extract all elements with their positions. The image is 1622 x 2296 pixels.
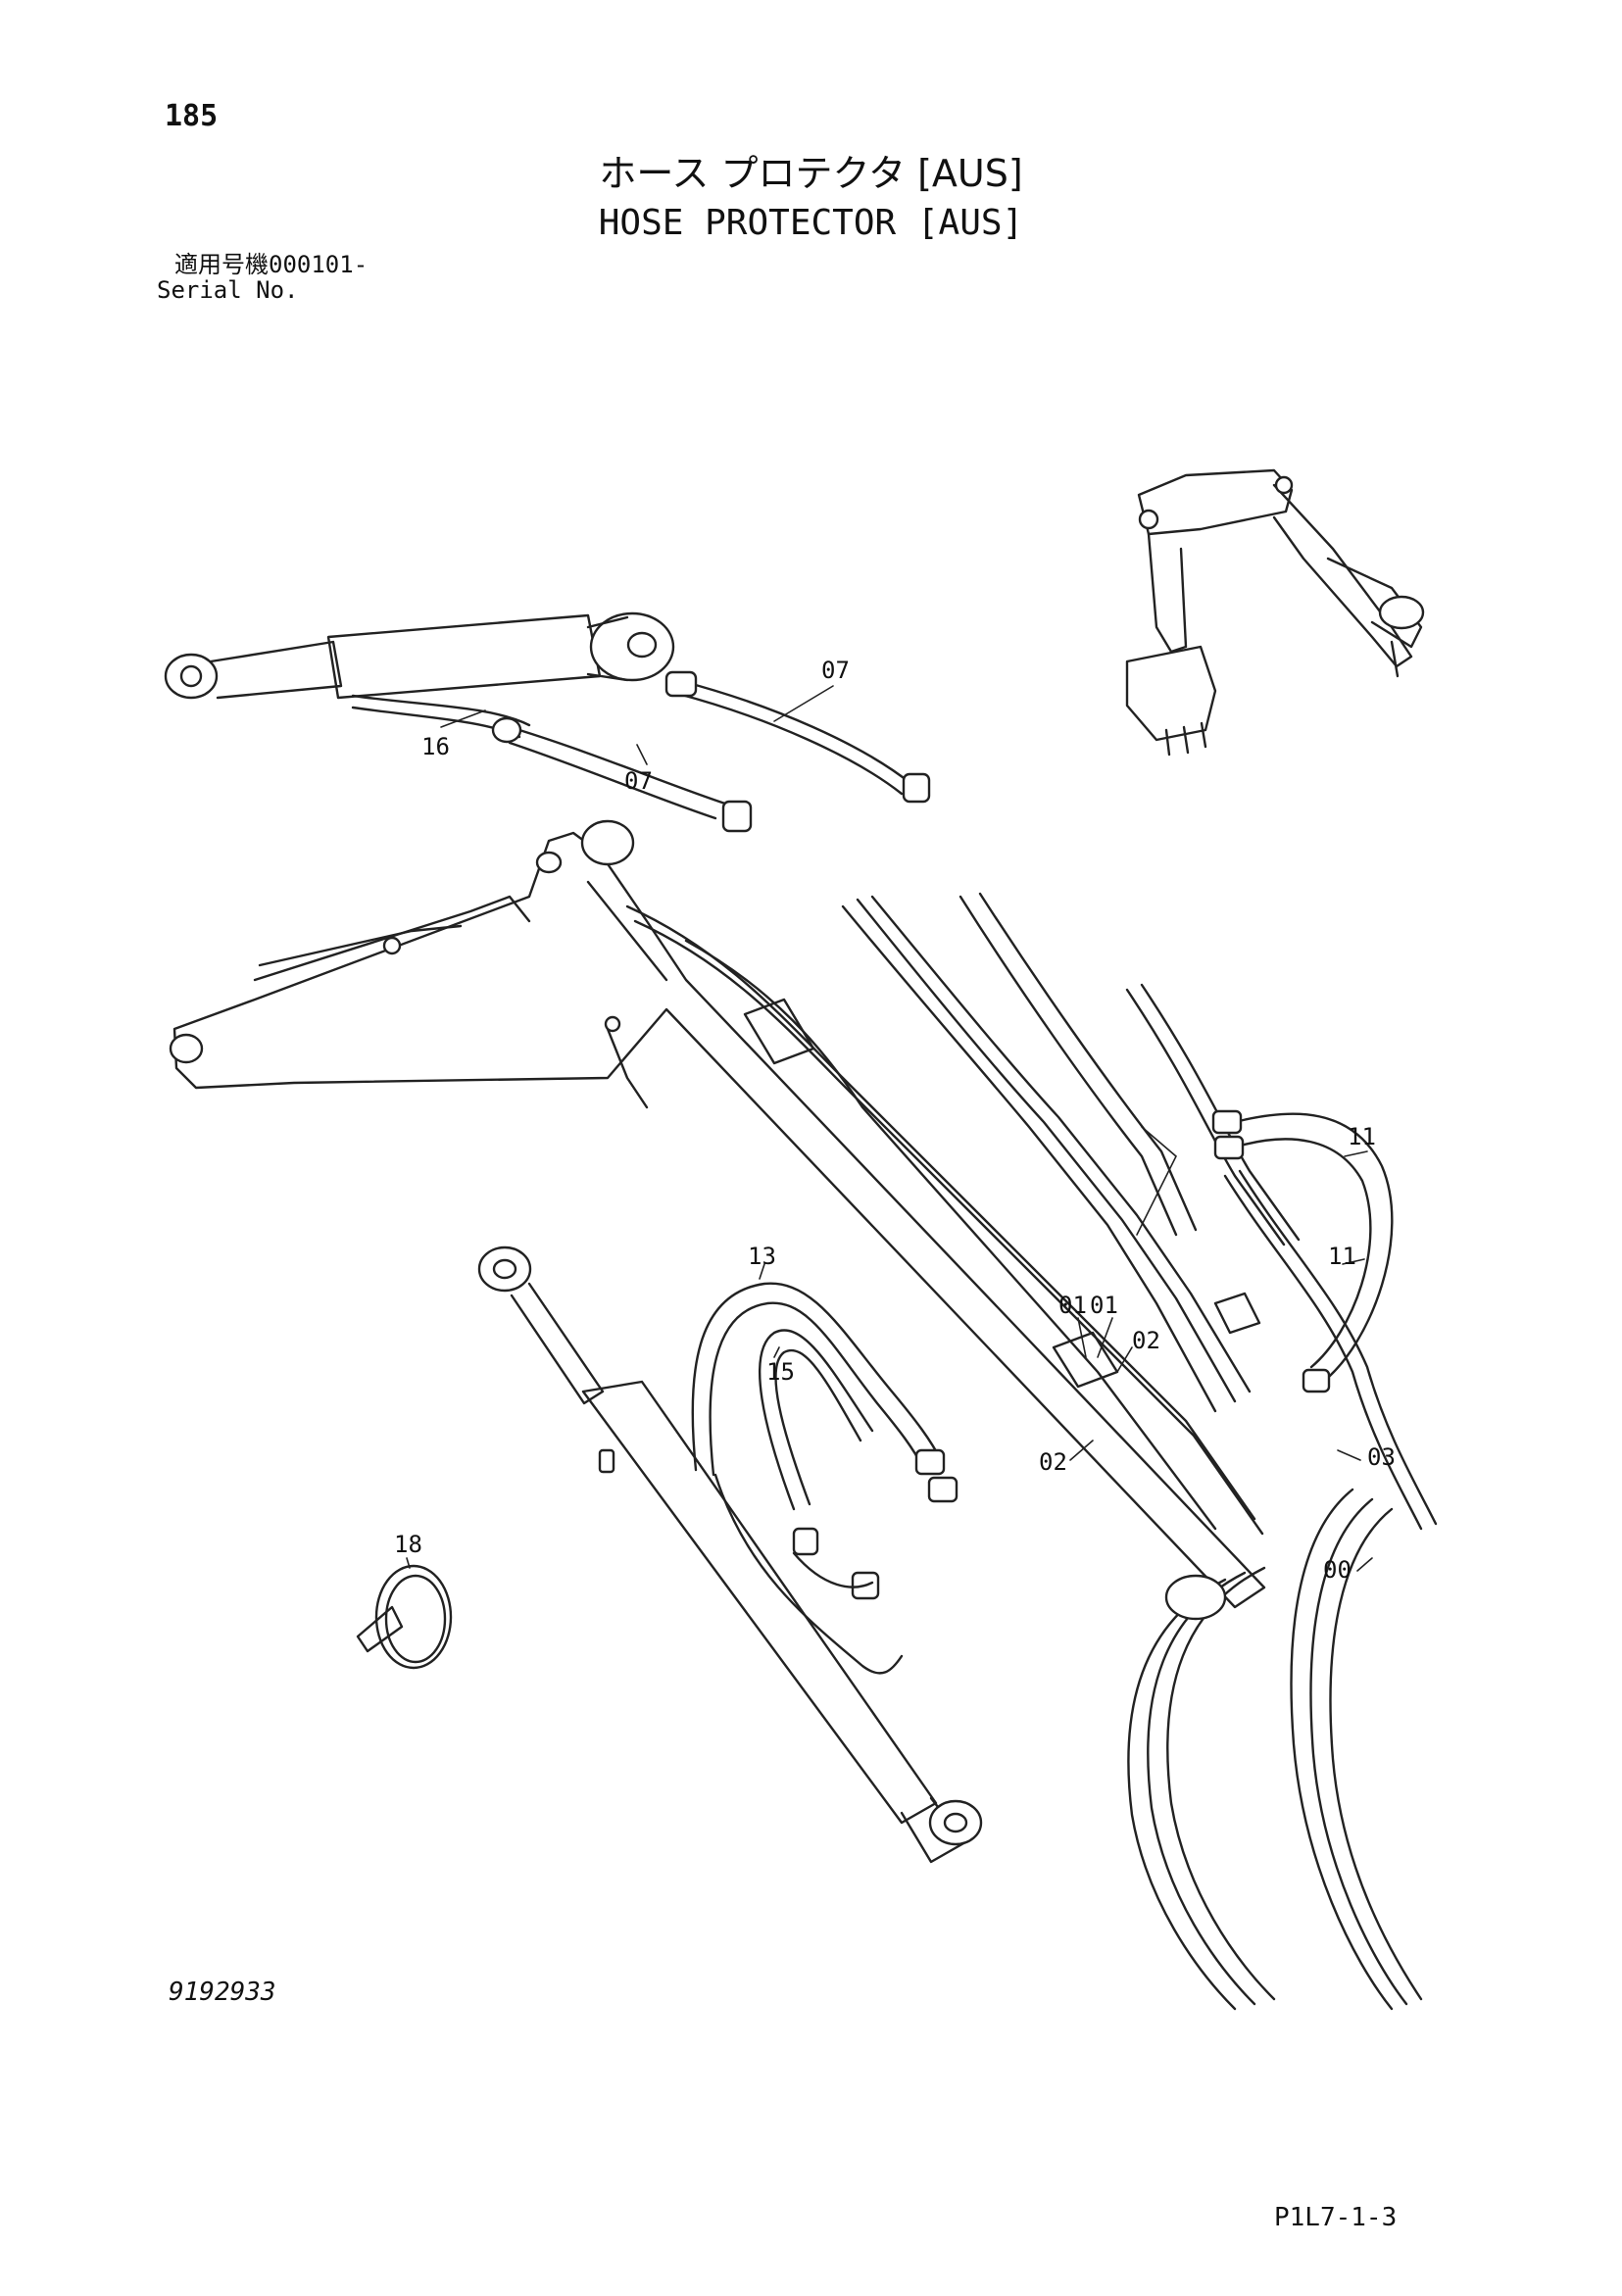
cable-tie-18 [356,1564,453,1670]
hose-loop-11 [1127,1109,1438,2011]
serial-value: 000101- [269,251,369,278]
callout-15: 15 [766,1358,795,1386]
hose-bundle-boom [625,892,1301,1536]
page-number: 185 [165,99,219,133]
callout-07-lower: 07 [624,767,653,795]
boom-arm [169,819,1266,1609]
callout-11-upper: 11 [1348,1123,1376,1150]
callout-03: 03 [1367,1443,1396,1471]
leader-lines [406,685,1373,1572]
page-title-english: HOSE PROTECTOR [AUS] [598,203,1024,243]
arm-cylinder-lower [477,1246,983,1864]
inset-excavator-attachment [1125,468,1425,757]
callout-02-upper: 02 [1132,1327,1160,1354]
callout-00: 00 [1323,1556,1352,1584]
boom-cylinder-top [164,611,931,833]
callout-07-upper: 07 [821,657,850,684]
serial-label-english: Serial No. [157,276,299,304]
callout-18: 18 [394,1531,422,1558]
callout-02-lower: 02 [1039,1448,1067,1476]
drawing-number: 9192933 [169,1978,276,2007]
callout-labels: 07 16 07 11 11 13 15 01 01 02 02 03 00 1… [394,657,1396,1584]
page-title-japanese: ホース プロテクタ [AUS] [599,152,1023,195]
page-code: P1L7-1-3 [1274,2203,1398,2232]
serial-label-japanese: 適用号機 [174,251,269,278]
callout-13: 13 [748,1243,776,1270]
callout-01-left: 01 [1058,1292,1087,1319]
callout-11-lower: 11 [1328,1243,1356,1270]
callout-16: 16 [421,733,450,760]
callout-01-right: 01 [1090,1292,1118,1319]
hose-loop-13-15 [691,1282,958,1675]
